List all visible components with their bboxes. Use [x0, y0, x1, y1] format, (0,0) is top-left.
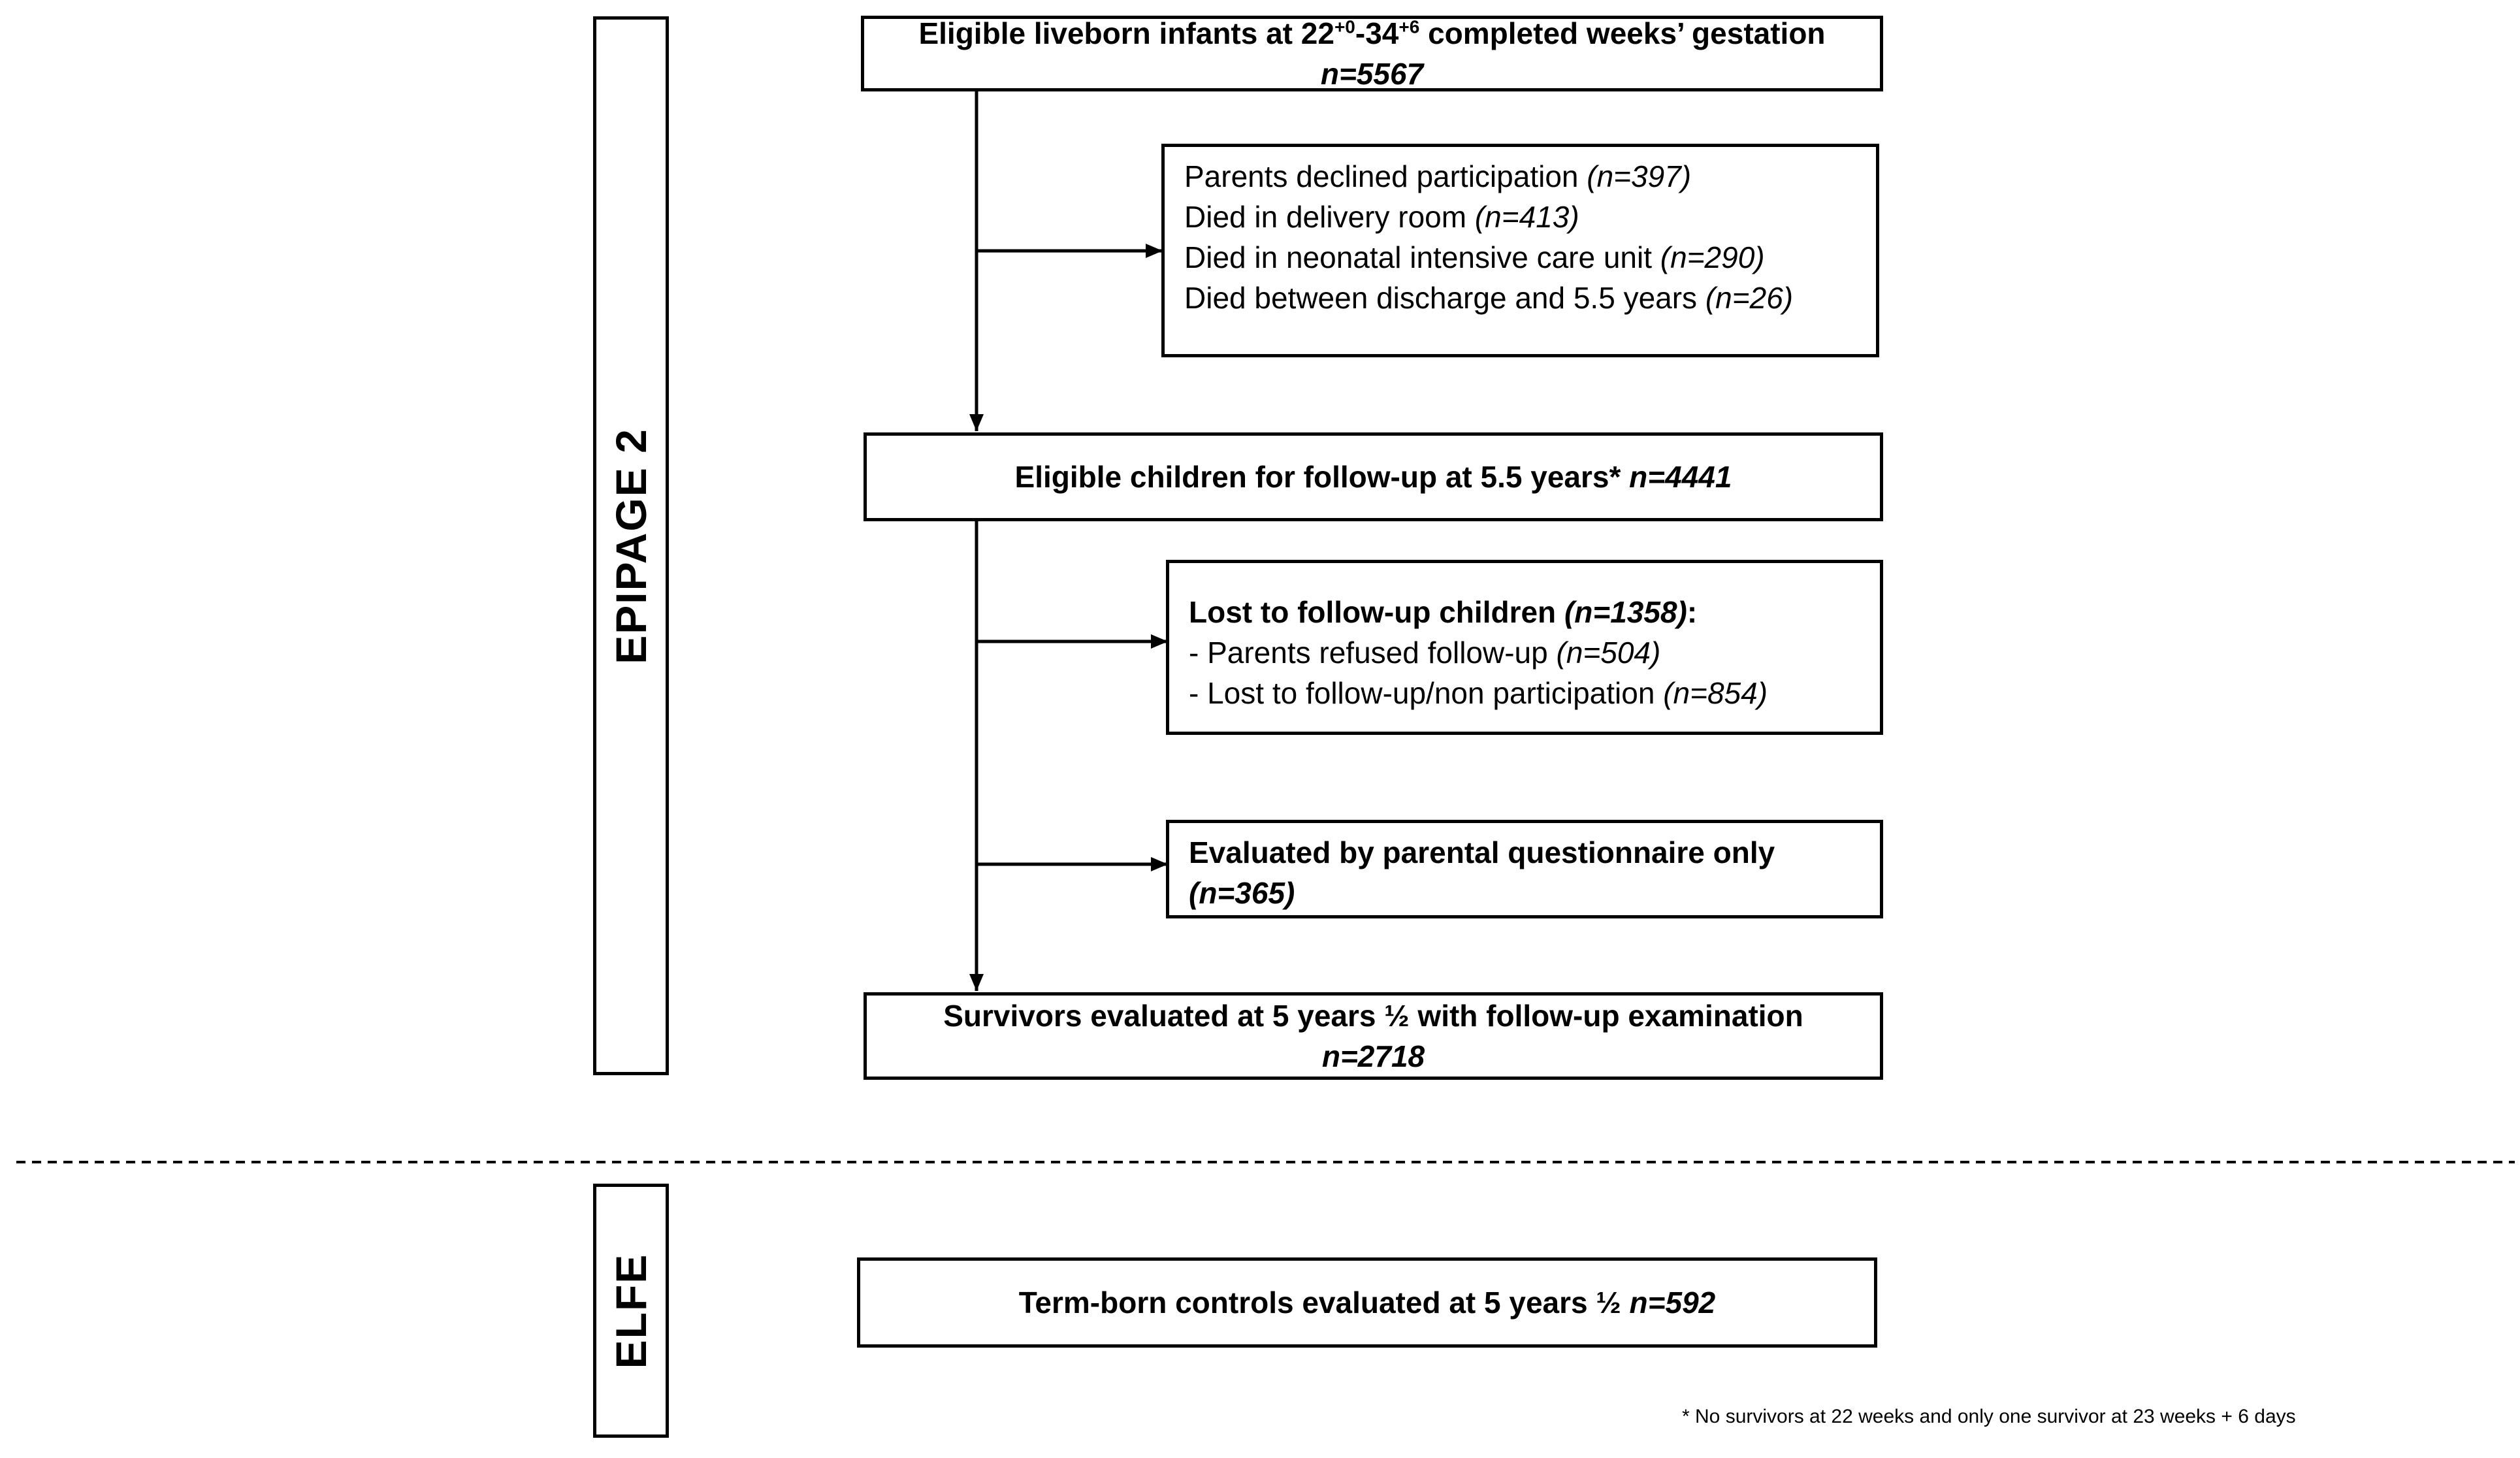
- exclusion-item: Died between discharge and 5.5 years (n=…: [1184, 281, 1794, 315]
- lost-item: - Parents refused follow-up (n=504): [1189, 636, 1661, 670]
- questionnaire-n: (n=365): [1189, 876, 1295, 910]
- lost-followup-title: Lost to follow-up children (n=1358):: [1189, 595, 1698, 629]
- controls-label: Term-born controls evaluated at 5 years …: [1018, 1286, 1716, 1320]
- survivors-box: Survivors evaluated at 5 years ½ with fo…: [864, 992, 1883, 1080]
- questionnaire-label: Evaluated by parental questionnaire only: [1189, 835, 1775, 869]
- survivors-label: Survivors evaluated at 5 years ½ with fo…: [943, 999, 1803, 1033]
- lost-item: - Lost to follow-up/non participation (n…: [1189, 676, 1768, 710]
- exclusion-item: Parents declined participation (n=397): [1184, 159, 1692, 193]
- footnote: * No survivors at 22 weeks and only one …: [1682, 1406, 2296, 1427]
- exclusion-item: Died in neonatal intensive care unit (n=…: [1184, 240, 1765, 274]
- elfe-side-box: ELFE: [593, 1184, 669, 1438]
- lost-followup-box: Lost to follow-up children (n=1358): - P…: [1166, 560, 1883, 735]
- eligible-liveborn-label: Eligible liveborn infants at 22+0-34+6 c…: [918, 16, 1826, 50]
- controls-box: Term-born controls evaluated at 5 years …: [857, 1257, 1877, 1348]
- questionnaire-box: Evaluated by parental questionnaire only…: [1166, 820, 1883, 918]
- survivors-n: n=2718: [1321, 1039, 1425, 1073]
- eligible-liveborn-box: Eligible liveborn infants at 22+0-34+6 c…: [861, 16, 1883, 91]
- exclusions-box: Parents declined participation (n=397) D…: [1161, 144, 1879, 357]
- eligible-followup-box: Eligible children for follow-up at 5.5 y…: [864, 432, 1883, 521]
- eligible-followup-label: Eligible children for follow-up at 5.5 y…: [1014, 460, 1732, 494]
- eligible-liveborn-n: n=5567: [1320, 57, 1424, 91]
- exclusion-item: Died in delivery room (n=413): [1184, 200, 1579, 234]
- epipage-side-box: EPIPAGE 2: [593, 16, 669, 1075]
